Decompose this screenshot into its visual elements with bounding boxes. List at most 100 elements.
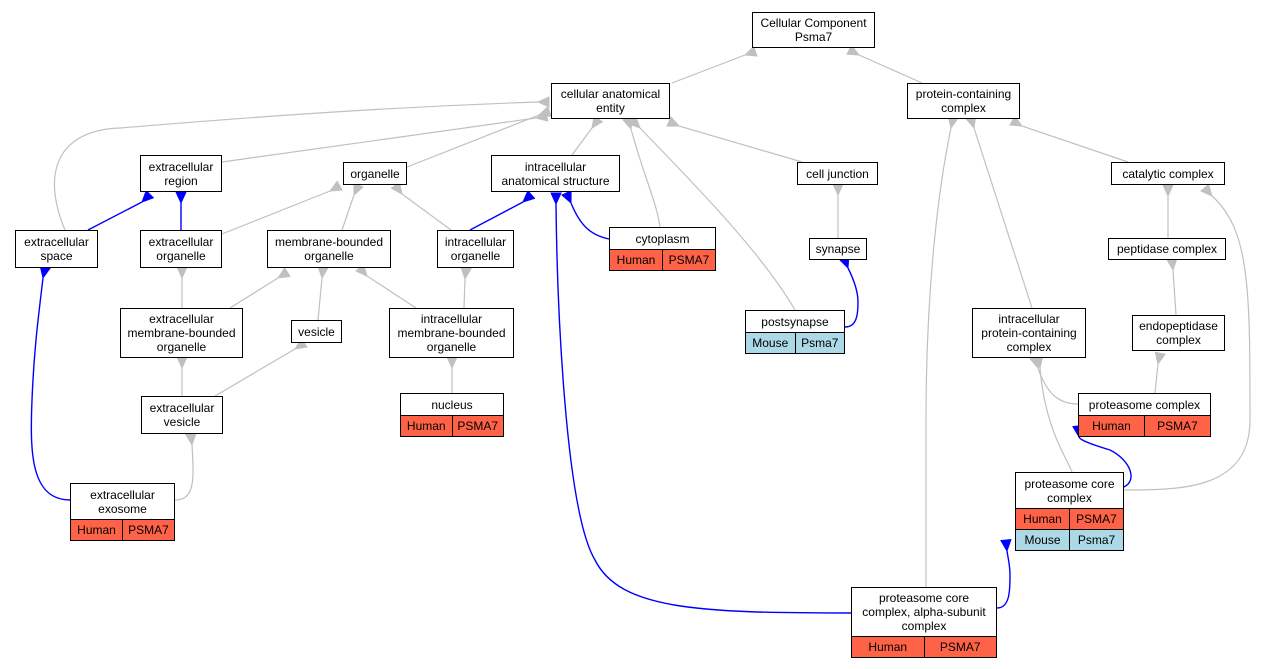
arrowhead-cae-to-root <box>743 45 758 57</box>
node-label: endopeptidase complex <box>1139 319 1218 347</box>
arrowhead-cyto-to-ias <box>561 190 572 205</box>
edge-ipcc-to-pcc <box>973 127 1033 309</box>
node-label: protein-containing complex <box>915 87 1012 115</box>
gene-cell: PSMA7 <box>662 250 715 270</box>
node-extracellular-membrane-bounded-organelle[interactable]: extracellular membrane-bounded organelle <box>120 308 243 358</box>
edge-io-to-org <box>401 193 452 231</box>
node-catalytic-complex[interactable]: catalytic complex <box>1111 162 1225 185</box>
node-extracellular-space[interactable]: extracellular space <box>15 230 98 268</box>
node-intracellular-membrane-bounded-organelle[interactable]: intracellular membrane-bounded organelle <box>389 308 514 358</box>
arrowhead-es-to-er <box>141 189 155 203</box>
gene-cell: PSMA7 <box>1144 416 1210 436</box>
node-peptidase-complex[interactable]: peptidase complex <box>1108 238 1226 260</box>
node-extracellular-region[interactable]: extracellular region <box>140 155 222 192</box>
edge-cyto-to-ias <box>570 202 610 240</box>
species-cell: Human <box>77 523 116 537</box>
node-label: proteasome core complex <box>1024 476 1115 505</box>
species-cell: Mouse <box>752 336 789 350</box>
arrowhead-endo-to-pepc <box>1166 257 1178 272</box>
node-cell-junction[interactable]: cell junction <box>797 162 878 185</box>
arrowhead-pcc-to-root <box>846 44 861 56</box>
node-vesicle[interactable]: vesicle <box>291 320 342 343</box>
node-intracellular-anatomical-structure[interactable]: intracellular anatomical structure <box>491 155 620 192</box>
node-membrane-bounded-organelle[interactable]: membrane-bounded organelle <box>267 230 391 268</box>
edge-er-to-cae <box>221 117 537 163</box>
edge-org-to-cae <box>406 114 540 168</box>
arrowhead-embo-to-mbo <box>276 267 291 279</box>
arrowhead-io-to-ias <box>522 190 536 203</box>
species-cell: Human <box>1092 419 1131 433</box>
arrowhead-es-to-cae <box>536 96 550 108</box>
node-label: Cellular Component Psma7 <box>760 16 867 44</box>
node-label: cellular anatomical entity <box>560 87 661 115</box>
annotation-row: Human PSMA7 <box>71 519 174 540</box>
species-cell: Human <box>616 253 656 267</box>
node-label: proteasome complex <box>1088 397 1201 412</box>
node-label: intracellular membrane-bounded organelle <box>397 312 506 354</box>
node-label: vesicle <box>298 324 335 339</box>
edge-pcore-to-ipcc <box>1039 367 1073 473</box>
arrowhead-exo-to-ev <box>185 432 197 447</box>
node-protein-containing-complex[interactable]: protein-containing complex <box>907 83 1020 119</box>
edge-eo-to-org <box>221 190 331 235</box>
node-label: extracellular organelle <box>148 235 214 263</box>
arrowhead-pcore-to-cc <box>1200 183 1213 197</box>
edge-cae-to-root <box>671 54 746 84</box>
edge-mbo-to-org <box>341 194 355 231</box>
node-intracellular-organelle[interactable]: intracellular organelle <box>437 230 514 268</box>
edge-ias-to-cae <box>571 127 593 156</box>
edge-alpha-to-pcore <box>996 550 1011 609</box>
node-endopeptidase-complex[interactable]: endopeptidase complex <box>1132 315 1225 351</box>
edge-pcore-to-cc <box>1123 195 1251 491</box>
arrowhead-syn-to-cj <box>832 183 844 197</box>
node-extracellular-organelle[interactable]: extracellular organelle <box>140 230 222 268</box>
node-cellular-anatomical-entity[interactable]: cellular anatomical entity <box>551 83 670 119</box>
edge-embo-to-mbo <box>229 277 279 309</box>
arrowhead-eo-to-er <box>175 191 187 205</box>
species-cell: Mouse <box>1024 533 1061 547</box>
arrowhead-prot-to-endo <box>1154 351 1166 366</box>
node-cellular-component-psma7[interactable]: Cellular Component Psma7 <box>752 12 875 48</box>
node-organelle[interactable]: organelle <box>343 162 407 185</box>
arrowhead-ves-to-mbo <box>317 265 329 280</box>
gene-cell: Psma7 <box>794 333 845 353</box>
node-label: cell junction <box>806 166 869 181</box>
edge-exo-to-es <box>30 277 71 501</box>
node-label: cytoplasm <box>635 231 690 246</box>
edge-post-to-cae <box>639 127 796 311</box>
annotation-row: Human PSMA7 <box>1079 415 1210 436</box>
edge-pcore-to-prot <box>1078 436 1132 488</box>
edge-post-to-syn <box>844 267 859 328</box>
species-cell: Human <box>406 419 446 433</box>
gene-cell: PSMA7 <box>923 637 997 657</box>
node-synapse[interactable]: synapse <box>809 238 867 260</box>
edge-ves-to-mbo <box>317 277 323 321</box>
gene-cell: PSMA7 <box>122 520 174 540</box>
node-label: postsynapse <box>761 314 829 329</box>
node-label: intracellular anatomical structure <box>501 159 610 188</box>
arrowhead-cc-to-pcc <box>1009 115 1024 127</box>
edge-alpha-to-pcc <box>925 127 952 587</box>
node-proteasome-core-complex-alpha-subunit-complex[interactable]: proteasome core complex, alpha-subunit c… <box>851 587 997 658</box>
edge-pcc-to-root <box>858 54 923 84</box>
node-label: extracellular region <box>148 159 214 188</box>
node-label: extracellular vesicle <box>149 401 215 429</box>
node-extracellular-vesicle[interactable]: extracellular vesicle <box>141 396 223 434</box>
node-intracellular-protein-containing-complex[interactable]: intracellular protein-containing complex <box>972 308 1086 358</box>
annotation-row: Human PSMA7 <box>610 249 715 270</box>
gene-cell: Psma7 <box>1069 530 1123 550</box>
edge-cyto-to-cae <box>630 128 661 228</box>
edge-io-to-ias <box>469 201 524 231</box>
arrowhead-alpha-to-pcore <box>1000 538 1012 553</box>
species-cell: Human <box>1023 512 1062 526</box>
node-label: proteasome core complex, alpha-subunit c… <box>862 591 986 633</box>
